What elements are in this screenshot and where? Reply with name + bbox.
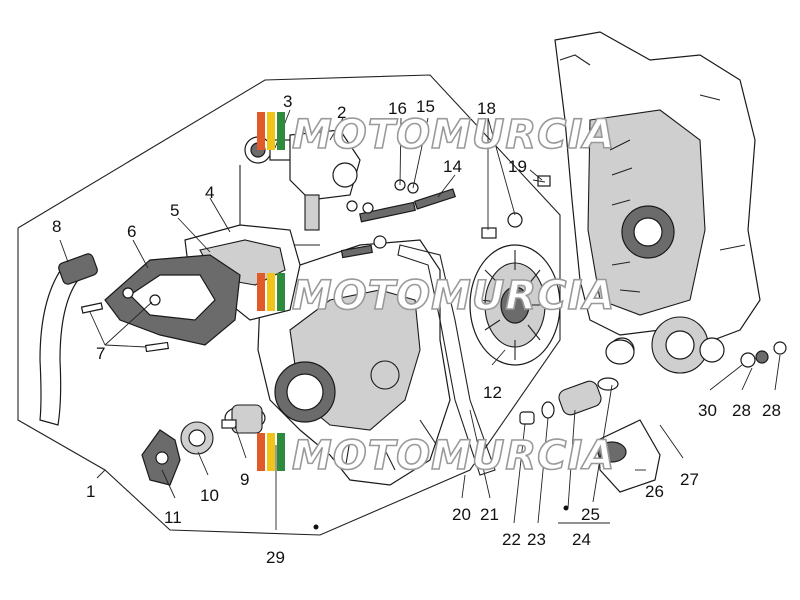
watermark-bottom: MOTOMURCIA <box>257 432 615 480</box>
callout-7: 7 <box>96 344 105 363</box>
callout-30: 30 <box>698 401 717 420</box>
gasket <box>397 244 496 476</box>
watermark-middle: MOTOMURCIA <box>257 272 615 320</box>
callout-4: 4 <box>205 183 214 202</box>
logo-bar-1 <box>257 112 265 150</box>
screws <box>80 302 169 353</box>
marker-dot <box>313 524 319 530</box>
callout-6: 6 <box>127 222 136 241</box>
callout-26: 27 <box>680 470 699 489</box>
oil-filter-parts <box>519 339 787 493</box>
logo-bar-3 <box>277 273 285 311</box>
callout-29: 29 <box>266 548 285 567</box>
callout-28: 28 <box>762 401 781 420</box>
callout-18: 19 <box>508 157 527 176</box>
callout-15: 16 <box>388 99 407 118</box>
leader-lines <box>59 109 781 530</box>
group-outline <box>17 74 561 536</box>
water-pump-parts <box>141 404 266 486</box>
shroud-bracket <box>104 254 241 346</box>
callout-21: 22 <box>502 530 521 549</box>
callout-11: 11 <box>164 508 182 527</box>
marker-dot <box>563 505 569 511</box>
callout-22: 23 <box>527 530 546 549</box>
engine-cover <box>257 239 451 486</box>
callout-20: 21 <box>480 505 499 524</box>
cooling-fan <box>469 244 561 366</box>
callout-14: 15 <box>416 97 435 116</box>
logo-bar-2 <box>267 112 275 150</box>
callout-labels: 3 2 16 15 18 14 19 4 5 6 8 7 12 9 10 11 … <box>52 92 781 567</box>
watermark-top: MOTOMURCIA <box>257 111 615 159</box>
logo-bar-1 <box>257 273 265 311</box>
watermark-text: MOTOMURCIA <box>292 433 615 479</box>
callout-16: 18 <box>477 99 496 118</box>
crankcase <box>554 31 761 374</box>
callout-9: 9 <box>240 470 249 489</box>
logo-bar-2 <box>267 273 275 311</box>
callout-23: 24 <box>572 530 591 549</box>
logo-bar-3 <box>277 112 285 150</box>
callout-10: 10 <box>200 486 219 505</box>
callout-19: 20 <box>452 505 471 524</box>
logo-bar-3 <box>277 433 285 471</box>
callout-5: 5 <box>170 201 179 220</box>
coolant-hose <box>39 253 98 426</box>
callout-25: 26 <box>645 482 664 501</box>
callout-1: 1 <box>86 482 95 501</box>
callout-24: 25 <box>581 505 600 524</box>
logo-bar-2 <box>267 433 275 471</box>
bolts-washers <box>340 175 551 259</box>
callout-12: 12 <box>483 383 502 402</box>
callout-27: 28 <box>732 401 751 420</box>
callout-8: 8 <box>52 217 61 236</box>
callout-2: 2 <box>337 103 346 122</box>
callout-3: 3 <box>283 92 292 111</box>
logo-bar-1 <box>257 433 265 471</box>
watermark-text: MOTOMURCIA <box>292 273 615 319</box>
watermark-text: MOTOMURCIA <box>292 112 615 158</box>
callout-13: 14 <box>443 157 462 176</box>
